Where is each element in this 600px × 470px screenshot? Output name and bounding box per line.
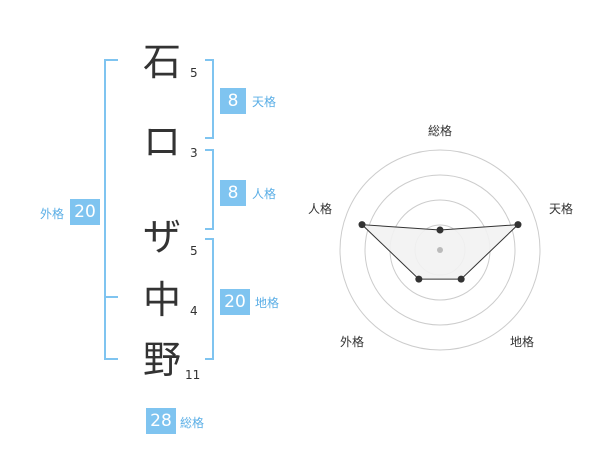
stroke-count-5: 11	[185, 368, 201, 382]
radar-polygon	[360, 224, 520, 280]
gaikaku-bracket	[104, 59, 118, 360]
chikaku-bracket	[205, 238, 214, 360]
stroke-count-1: 5	[190, 66, 198, 80]
name-char-4: 中	[142, 278, 181, 322]
jinkaku-label: 人格	[252, 187, 277, 201]
gaikaku-label: 外格	[40, 207, 65, 221]
jinkaku-badge: 8	[220, 180, 246, 206]
radar-ring	[339, 149, 541, 351]
radar-point	[436, 226, 444, 234]
radar-ring	[364, 174, 516, 326]
tenkaku-badge: 8	[220, 88, 246, 114]
radar-ring	[414, 224, 466, 276]
radar-label-jinkaku: 人格	[308, 202, 333, 216]
name-char-2: ロ	[142, 120, 181, 164]
brackets	[104, 59, 214, 360]
radar-ring	[389, 199, 491, 301]
tenkaku-label: 天格	[252, 95, 277, 109]
name-char-1: 石	[142, 40, 181, 84]
chikaku-badge: 20	[220, 289, 250, 315]
name-char-3: ザ	[142, 215, 181, 259]
tenkaku-bracket	[205, 59, 214, 139]
soukaku-badge: 28	[146, 408, 176, 434]
chikaku-label: 地格	[255, 296, 280, 310]
radar-label-chikaku: 地格	[510, 335, 535, 349]
radar-label-soukaku: 総格	[428, 124, 453, 138]
gaikaku-badge: 20	[70, 199, 100, 225]
stroke-count-4: 4	[190, 304, 198, 318]
soukaku-label: 総格	[180, 416, 205, 430]
radar-label-tenkaku: 天格	[549, 202, 574, 216]
radar-point	[514, 221, 522, 229]
name-char-5: 野	[142, 338, 181, 382]
jinkaku-bracket	[205, 149, 214, 230]
radar-point	[358, 221, 366, 229]
stroke-count-2: 3	[190, 146, 198, 160]
radar-point	[415, 275, 423, 283]
stroke-count-3: 5	[190, 244, 198, 258]
radar-point	[457, 275, 465, 283]
radar-label-gaikaku: 外格	[340, 335, 365, 349]
radar-center-marker	[437, 247, 443, 253]
